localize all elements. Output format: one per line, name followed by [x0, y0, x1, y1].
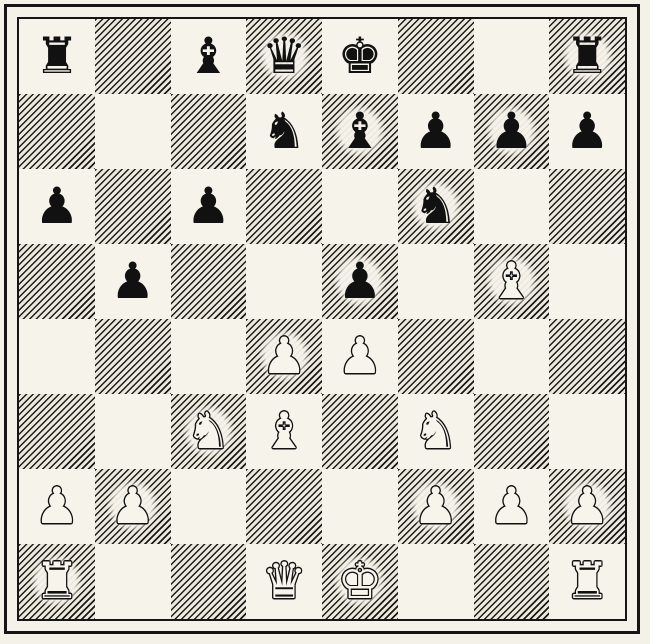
square-c1[interactable] — [170, 544, 247, 619]
square-d1[interactable]: ♛ — [246, 544, 322, 619]
square-h4[interactable] — [549, 319, 625, 394]
square-e1[interactable]: ♚ — [322, 544, 398, 619]
square-h8[interactable]: ♜ — [549, 19, 625, 94]
square-a7[interactable] — [19, 94, 95, 169]
square-b1[interactable] — [94, 544, 171, 619]
square-h5[interactable] — [549, 244, 625, 319]
black-rook-icon[interactable]: ♜ — [560, 28, 614, 83]
square-f4[interactable] — [397, 319, 474, 394]
black-queen-icon[interactable]: ♛ — [257, 28, 311, 83]
square-e5[interactable]: ♟ — [322, 244, 398, 319]
white-rook-icon[interactable]: ♜ — [30, 553, 84, 608]
black-pawn-icon[interactable]: ♟ — [484, 103, 538, 158]
black-bishop-icon[interactable]: ♝ — [185, 26, 231, 85]
square-a3[interactable] — [19, 394, 95, 469]
square-d6[interactable] — [246, 169, 322, 244]
square-e2[interactable] — [322, 469, 398, 544]
square-b4[interactable] — [94, 319, 171, 394]
black-pawn-icon[interactable]: ♟ — [564, 101, 610, 160]
square-c8[interactable]: ♝ — [170, 19, 247, 94]
square-h1[interactable]: ♜ — [549, 544, 625, 619]
white-king-icon[interactable]: ♚ — [333, 553, 387, 608]
square-g7[interactable]: ♟ — [473, 94, 550, 169]
square-c3[interactable]: ♞ — [170, 394, 247, 469]
square-g8[interactable] — [473, 19, 550, 94]
square-h7[interactable]: ♟ — [549, 94, 625, 169]
square-g3[interactable] — [473, 394, 550, 469]
square-c4[interactable] — [170, 319, 247, 394]
white-bishop-icon[interactable]: ♝ — [261, 401, 307, 460]
square-g6[interactable] — [473, 169, 550, 244]
white-pawn-icon[interactable]: ♟ — [257, 328, 311, 383]
square-d2[interactable] — [246, 469, 322, 544]
black-pawn-icon[interactable]: ♟ — [185, 176, 231, 235]
square-f7[interactable]: ♟ — [397, 94, 474, 169]
square-b7[interactable] — [94, 94, 171, 169]
square-d7[interactable]: ♞ — [246, 94, 322, 169]
square-g1[interactable] — [473, 544, 550, 619]
square-g4[interactable] — [473, 319, 550, 394]
white-pawn-icon[interactable]: ♟ — [34, 476, 80, 535]
square-f3[interactable]: ♞ — [397, 394, 474, 469]
square-d5[interactable] — [246, 244, 322, 319]
square-h3[interactable] — [549, 394, 625, 469]
black-knight-icon[interactable]: ♞ — [409, 178, 463, 233]
white-pawn-icon[interactable]: ♟ — [488, 476, 534, 535]
white-knight-icon[interactable]: ♞ — [181, 403, 235, 458]
square-b6[interactable] — [94, 169, 171, 244]
square-g2[interactable]: ♟ — [473, 469, 550, 544]
square-h6[interactable] — [549, 169, 625, 244]
black-knight-icon[interactable]: ♞ — [261, 101, 307, 160]
square-a6[interactable]: ♟ — [19, 169, 95, 244]
square-c5[interactable] — [170, 244, 247, 319]
square-d3[interactable]: ♝ — [246, 394, 322, 469]
white-pawn-icon[interactable]: ♟ — [560, 478, 614, 533]
square-f8[interactable] — [397, 19, 474, 94]
black-pawn-icon[interactable]: ♟ — [333, 253, 387, 308]
square-c6[interactable]: ♟ — [170, 169, 247, 244]
square-a1[interactable]: ♜ — [19, 544, 95, 619]
square-e3[interactable] — [322, 394, 398, 469]
square-b8[interactable] — [94, 19, 171, 94]
black-king-icon[interactable]: ♚ — [337, 26, 383, 85]
square-a2[interactable]: ♟ — [19, 469, 95, 544]
square-b2[interactable]: ♟ — [94, 469, 171, 544]
square-d4[interactable]: ♟ — [246, 319, 322, 394]
square-c7[interactable] — [170, 94, 247, 169]
square-b5[interactable]: ♟ — [94, 244, 171, 319]
square-a4[interactable] — [19, 319, 95, 394]
square-e8[interactable]: ♚ — [322, 19, 398, 94]
square-f5[interactable] — [397, 244, 474, 319]
square-h2[interactable]: ♟ — [549, 469, 625, 544]
white-pawn-icon[interactable]: ♟ — [337, 326, 383, 385]
white-queen-icon[interactable]: ♛ — [261, 551, 307, 610]
square-e7[interactable]: ♝ — [322, 94, 398, 169]
white-pawn-icon[interactable]: ♟ — [409, 478, 463, 533]
black-pawn-icon[interactable]: ♟ — [34, 176, 80, 235]
square-f2[interactable]: ♟ — [397, 469, 474, 544]
square-a8[interactable]: ♜ — [19, 19, 95, 94]
white-rook-icon[interactable]: ♜ — [564, 551, 610, 610]
black-pawn-icon[interactable]: ♟ — [413, 101, 459, 160]
square-f6[interactable]: ♞ — [397, 169, 474, 244]
board-inner-frame: ♜ ♝ ♛ ♚ ♜ ♞ ♝ ♟ ♟ ♟ ♟ ♟ ♞ ♟ ♟ ♝ ♟ ♟ ♞ ♝ ♞ ♟ ♟ ♟ ♟ ♟ ♜ ♛ ♚ ♜ — [17, 17, 627, 621]
white-knight-icon[interactable]: ♞ — [413, 401, 459, 460]
square-e6[interactable] — [322, 169, 398, 244]
white-pawn-icon[interactable]: ♟ — [106, 478, 160, 533]
square-b3[interactable] — [94, 394, 171, 469]
square-e4[interactable]: ♟ — [322, 319, 398, 394]
board-outer-frame: ♜ ♝ ♛ ♚ ♜ ♞ ♝ ♟ ♟ ♟ ♟ ♟ ♞ ♟ ♟ ♝ ♟ ♟ ♞ ♝ ♞ ♟ ♟ ♟ ♟ ♟ ♜ ♛ ♚ ♜ — [4, 4, 640, 634]
black-pawn-icon[interactable]: ♟ — [110, 251, 156, 310]
white-bishop-icon[interactable]: ♝ — [484, 253, 538, 308]
square-d8[interactable]: ♛ — [246, 19, 322, 94]
chess-board: ♜ ♝ ♛ ♚ ♜ ♞ ♝ ♟ ♟ ♟ ♟ ♟ ♞ ♟ ♟ ♝ ♟ ♟ ♞ ♝ ♞ ♟ ♟ ♟ ♟ ♟ ♜ ♛ ♚ ♜ — [19, 19, 625, 619]
square-f1[interactable] — [397, 544, 474, 619]
square-c2[interactable] — [170, 469, 247, 544]
black-rook-icon[interactable]: ♜ — [34, 26, 80, 85]
square-a5[interactable] — [19, 244, 95, 319]
square-g5[interactable]: ♝ — [473, 244, 550, 319]
black-bishop-icon[interactable]: ♝ — [333, 103, 387, 158]
